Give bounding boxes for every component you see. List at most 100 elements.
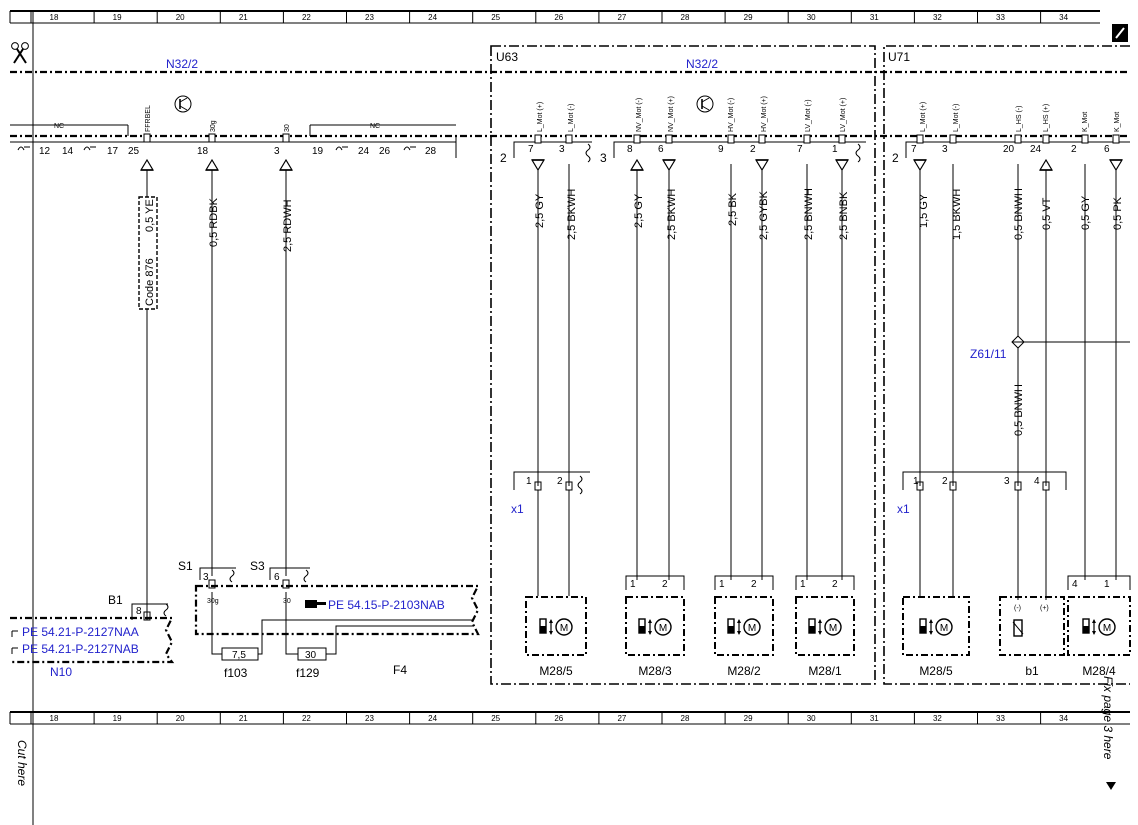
connector-pin (838, 134, 846, 144)
signal-direction-icon (278, 158, 294, 171)
connector-pin (1081, 134, 1089, 144)
signal-label: L_Mot (+) (920, 102, 927, 132)
pin-number: 1 (1104, 579, 1110, 590)
motor-icon (1098, 618, 1116, 636)
wire-label: 0,5 BNWH (1013, 384, 1025, 436)
ruler-column-number: 28 (681, 714, 690, 723)
pencil-icon (1112, 24, 1128, 42)
ruler-column-number: 25 (491, 714, 500, 723)
module-label-n10: N10 (50, 665, 72, 679)
module-label-n32-right: N32/2 (686, 57, 718, 71)
pin-number: 3 (942, 144, 948, 155)
connector-u71: 2 7 3 20 24 2 6 L_Mot (+) L_Mot (-) L_HS… (892, 102, 1130, 165)
pin-number: 2 (751, 579, 757, 590)
signal-label: 30g (207, 598, 219, 605)
pin-number: 8 (136, 606, 142, 617)
pin-number: 2 (662, 579, 668, 590)
motor-m28-5: M M28/5 (902, 596, 970, 678)
pin-number: 3 (274, 146, 280, 157)
signal-label: LV_Mot (+) (840, 98, 847, 132)
pin-number: 2 (750, 144, 756, 155)
connector-pin (565, 134, 573, 144)
ruler-column-number: 19 (113, 714, 122, 723)
motor-icon (743, 618, 761, 636)
wire-labels: 0,5 YE Code 876 0,5 RDBK 2,5 RDWH 2,5 GY… (144, 188, 1124, 436)
wire-label: 2,5 BNBK (838, 191, 850, 240)
pin-number: 12 (39, 146, 51, 157)
wire-label: 2,5 GY (633, 193, 645, 228)
ruler-column-number: 28 (681, 13, 690, 22)
signal-direction-icon (629, 158, 645, 171)
connector-label-x1: x1 (897, 502, 910, 516)
motor-icon (824, 618, 842, 636)
pin-number: 26 (379, 146, 391, 157)
ruler-column-number: 32 (933, 714, 942, 723)
ruler-column-number: 30 (807, 13, 816, 22)
connector-x1-right: 1 2 3 4 x1 (897, 471, 1067, 516)
pin-number: 2 (832, 579, 838, 590)
motor-symbol: M (659, 623, 667, 634)
ruler-column-number: 22 (302, 13, 311, 22)
code-option-box (138, 196, 158, 310)
pin-number: 1 (526, 476, 532, 487)
signal-direction-icon (530, 159, 546, 172)
reference-link[interactable]: PE 54.21-P-2127NAA (22, 625, 139, 639)
connector-pin (633, 134, 641, 144)
pin-number: 6 (1104, 144, 1110, 155)
connector-u63: 2 3 7 3 8 6 9 2 7 1 L_Mot (+) L_Mot (-) … (500, 96, 866, 165)
ruler-column-number: 33 (996, 13, 1005, 22)
connector-group-number: 3 (600, 151, 607, 165)
signal-label: 30 (284, 124, 291, 132)
signal-direction-icon (754, 159, 770, 172)
signal-label: L_Mot (-) (568, 104, 575, 132)
wire-label: 0,5 VT (1041, 197, 1053, 230)
connector-pin (208, 579, 216, 589)
wire-label: 0,5 PK (1112, 196, 1124, 230)
connector-pin (758, 134, 766, 144)
wire-label: 1,5 BKWH (951, 189, 963, 240)
signal-direction-icon (661, 159, 677, 172)
wire-label: 2,5 GYBK (758, 190, 770, 240)
nc-label: NC (54, 123, 64, 130)
pin-number: 1 (630, 579, 636, 590)
signal-label: K_Mot (1082, 112, 1089, 132)
fuse-box-f4: S1 3 30g S3 6 30 7,5 30 f103 f129 F4 PE … (178, 559, 480, 680)
ruler-column-number: 24 (428, 714, 437, 723)
connector-pin (534, 134, 542, 144)
ruler-column-number: 24 (428, 13, 437, 22)
pin-number: 6 (658, 144, 664, 155)
motor-symbol: M (940, 623, 948, 634)
pin-number: 28 (425, 146, 437, 157)
connector-pin (1014, 134, 1022, 144)
cut-here-note: Cut here (15, 740, 29, 786)
ruler-column-number: 21 (239, 714, 248, 723)
pin-number: 3 (559, 144, 565, 155)
hand-pointer-icon (305, 600, 326, 608)
motor-symbol: M (560, 623, 568, 634)
connector-x1-left: 1 2 x1 (511, 471, 590, 516)
transistor-icon (696, 95, 714, 113)
component-label: M28/5 (919, 664, 953, 678)
connector-pin (949, 134, 957, 144)
signal-label: L_HS (-) (1016, 106, 1023, 132)
pin-number: 25 (128, 146, 140, 157)
splice-label: Z61/11 (970, 347, 1007, 361)
polarity-label: (+) (1040, 605, 1049, 612)
pin-number: 1 (832, 144, 838, 155)
pin-number: 17 (107, 146, 119, 157)
fuse-f129 (297, 647, 327, 661)
ruler-column-number: 25 (491, 13, 500, 22)
motor-icon (935, 618, 953, 636)
connector-group-number: 2 (500, 151, 507, 165)
reference-link[interactable]: PE 54.15-P-2103NAB (328, 598, 445, 612)
reference-link[interactable]: PE 54.21-P-2127NAB (22, 642, 139, 656)
signal-label: L_HS (+) (1043, 104, 1050, 132)
module-n10: B1 8 PE 54.21-P-2127NAA PE 54.21-P-2127N… (10, 593, 175, 679)
